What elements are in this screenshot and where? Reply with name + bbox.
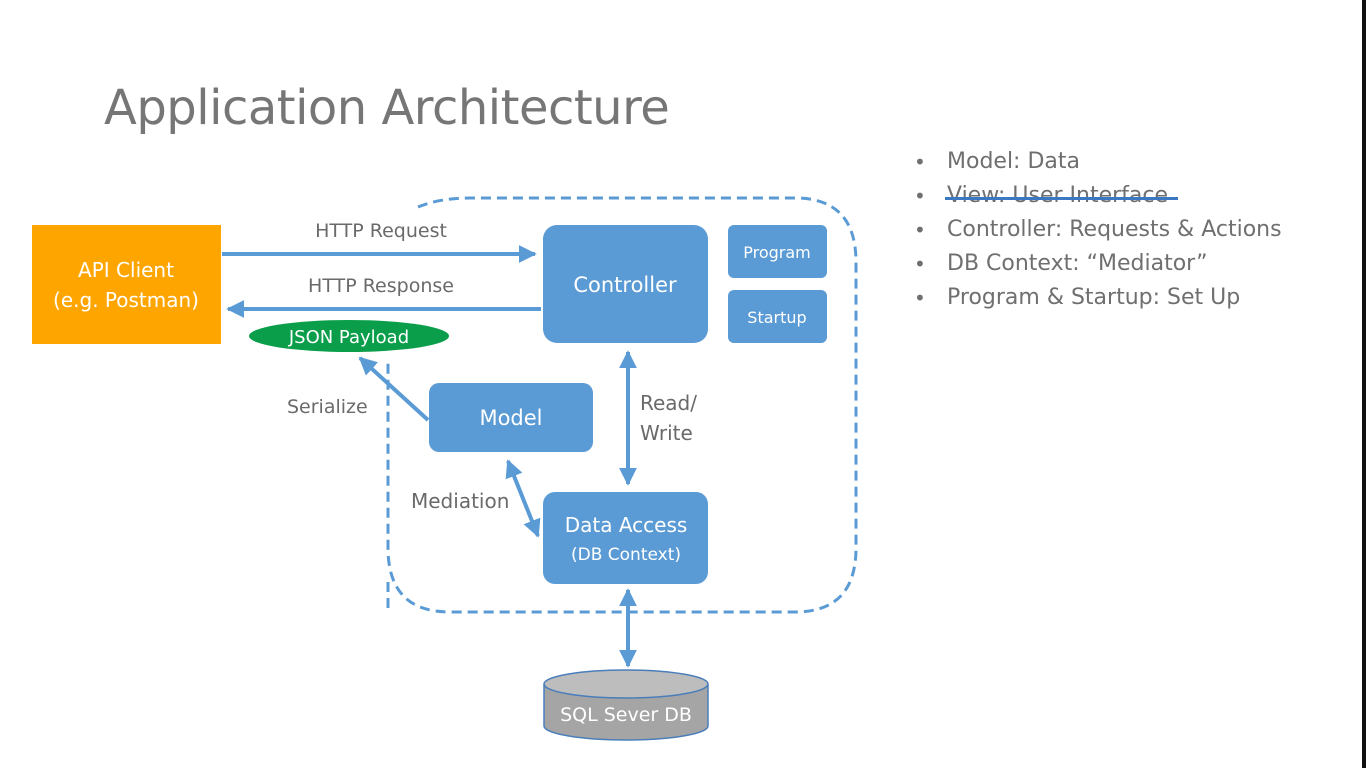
read-write-label: Read/: [640, 391, 697, 415]
program-label: Program: [743, 243, 811, 262]
mediation-arrow: [505, 459, 541, 538]
http-request-label: HTTP Request: [315, 220, 447, 242]
mediation-label: Mediation: [411, 489, 509, 513]
serialize-arrow: [358, 356, 430, 422]
bullet-item: Controller: Requests & Actions: [912, 214, 1282, 248]
bullet-text-struck: View: User Interface: [945, 180, 1179, 212]
http-response-label: HTTP Response: [308, 275, 454, 297]
controller-box: [543, 225, 708, 343]
program-box: [728, 225, 827, 278]
slide-title: Application Architecture: [104, 80, 670, 136]
sql-database-label: SQL Sever DB: [560, 704, 692, 726]
api-client-sublabel: (e.g. Postman): [53, 288, 199, 312]
strikethrough-line: [945, 197, 1179, 200]
json-payload-label: JSON Payload: [288, 327, 409, 348]
startup-label: Startup: [747, 308, 806, 327]
startup-box: [728, 290, 827, 343]
read-write-label-line2: Write: [640, 421, 693, 445]
serialize-label: Serialize: [287, 396, 368, 418]
bullet-item: Model: Data: [912, 146, 1282, 180]
bullet-struck-label: View: User Interface: [947, 183, 1169, 208]
data-access-box: [543, 492, 708, 584]
model-box: [429, 383, 593, 452]
bullet-text: Controller: Requests & Actions: [947, 217, 1282, 242]
bullet-text: Model: Data: [947, 149, 1080, 174]
data-access-label: Data Access: [565, 513, 688, 537]
controller-label: Controller: [573, 273, 677, 297]
data-access-sublabel: (DB Context): [571, 545, 681, 565]
api-client-box: [32, 225, 221, 344]
application-boundary: [386, 196, 858, 614]
window-edge: [1362, 0, 1366, 768]
bullet-text: Program & Startup: Set Up: [947, 285, 1241, 310]
bullet-item-struck: View: User Interface: [912, 180, 1282, 214]
bullet-item: DB Context: “Mediator”: [912, 248, 1282, 282]
model-label: Model: [479, 406, 542, 430]
sql-database-cylinder: [543, 669, 709, 741]
bullet-text: DB Context: “Mediator”: [947, 251, 1208, 276]
bullet-item: Program & Startup: Set Up: [912, 282, 1282, 316]
bullet-list: Model: Data View: User Interface Control…: [912, 146, 1282, 316]
json-payload-oval: [249, 320, 449, 352]
api-client-label: API Client: [78, 258, 174, 282]
